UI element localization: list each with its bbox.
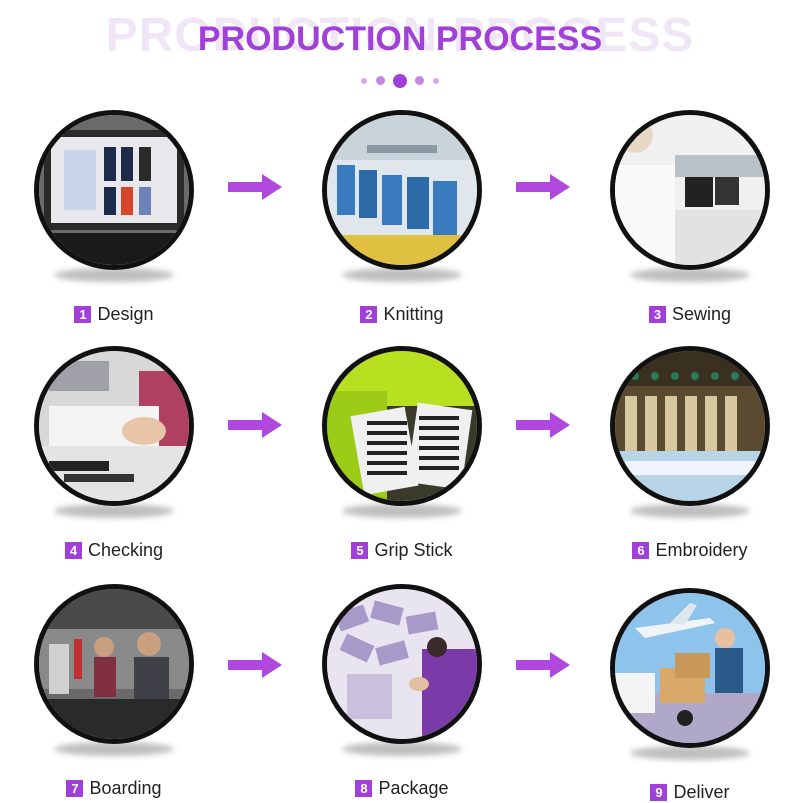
step-name: Boarding [89,778,162,798]
step-label: 5 Grip Stick [312,540,492,561]
step-name: Deliver [673,782,730,802]
step-number-badge: 3 [648,306,666,323]
step-deliver: 9 Deliver [600,588,780,803]
step-name: Grip Stick [374,540,453,560]
step-number-badge: 5 [351,542,369,559]
step-label: 1 Design [24,304,204,325]
header: PRODUCTION PROCESS PRODUCTION PROCESS [0,0,800,110]
boarding-photo [34,584,194,744]
step-name: Checking [87,540,164,560]
dot-icon [432,77,439,84]
step-name: Sewing [671,304,732,324]
design-photo [34,110,194,270]
step-name: Design [97,304,154,324]
arrow-icon [228,174,282,200]
step-label: 7 Boarding [24,778,204,799]
step-name: Package [378,778,449,798]
step-number-badge: 2 [360,306,378,323]
step-number-badge: 1 [74,306,92,323]
step-number-badge: 4 [64,542,82,559]
page-title: PRODUCTION PROCESS [197,20,603,58]
step-boarding: 7 Boarding [24,584,204,799]
step-embroidery: 6 Embroidery [600,346,780,561]
sewing-photo [610,110,770,270]
step-label: 8 Package [312,778,492,799]
step-number-badge: 7 [66,780,84,797]
grip-stick-photo [322,346,482,506]
package-photo [322,584,482,744]
step-label: 2 Knitting [312,304,492,325]
step-checking: 4 Checking [24,346,204,561]
arrow-icon [228,652,282,678]
dot-icon [375,76,385,86]
step-label: 3 Sewing [600,304,780,325]
step-label: 9 Deliver [600,782,780,803]
step-label: 4 Checking [24,540,204,561]
step-sewing: 3 Sewing [600,110,780,325]
step-number-badge: 9 [650,784,668,801]
step-name: Knitting [383,304,444,324]
step-design: 1 Design [24,110,204,325]
deliver-photo [610,588,770,748]
embroidery-photo [610,346,770,506]
dot-icon [415,76,425,86]
step-package: 8 Package [312,584,492,799]
arrow-icon [516,174,570,200]
arrow-icon [516,412,570,438]
arrow-icon [228,412,282,438]
step-grip-stick: 5 Grip Stick [312,346,492,561]
dot-icon [361,77,368,84]
dot-icon [393,73,407,88]
step-knitting: 2 Knitting [312,110,492,325]
knitting-photo [322,110,482,270]
step-number-badge: 6 [632,542,650,559]
checking-photo [34,346,194,506]
step-label: 6 Embroidery [600,540,780,561]
arrow-icon [516,652,570,678]
step-name: Embroidery [655,540,748,560]
step-number-badge: 8 [355,780,373,797]
title-dots-decoration [0,72,800,90]
title-ghost: PRODUCTION PROCESS [105,9,695,62]
